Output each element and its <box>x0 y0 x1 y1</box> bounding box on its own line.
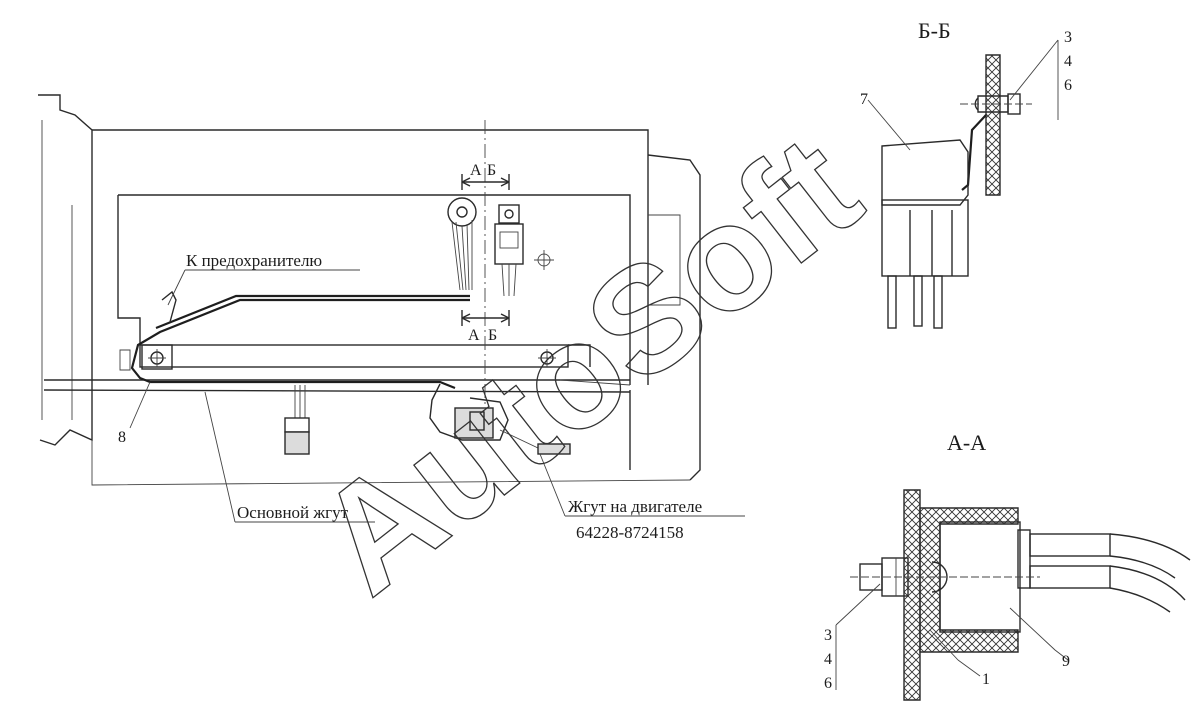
callout-aa-4: 4 <box>824 651 832 668</box>
main-harness-label: Основной жгут <box>237 503 349 522</box>
callout-aa-3: 3 <box>824 627 832 644</box>
watermark-logo: AutoSoft <box>286 103 888 625</box>
section-bb-title: Б-Б <box>918 18 951 43</box>
engine-harness-label: Жгут на двигателе <box>568 497 702 516</box>
cut-b-bottom: Б <box>488 327 497 344</box>
callout-bb-3: 3 <box>1064 29 1072 46</box>
to-fuse-label: К предохранителю <box>186 251 322 270</box>
main-view <box>38 94 745 523</box>
callout-8: 8 <box>118 429 126 446</box>
cut-a-top: А <box>470 162 482 179</box>
callout-aa-6: 6 <box>824 675 832 692</box>
section-aa-view <box>835 489 1191 701</box>
engine-harness-number: 64228-8724158 <box>576 523 684 542</box>
callout-bb-6: 6 <box>1064 77 1072 94</box>
section-bb-view <box>867 39 1059 329</box>
callout-1: 1 <box>982 671 990 688</box>
callout-7: 7 <box>860 91 868 108</box>
cut-a-bottom: А <box>468 327 480 344</box>
callout-9: 9 <box>1062 653 1070 670</box>
section-aa-title: А-А <box>947 430 986 455</box>
callout-bb-4: 4 <box>1064 53 1072 70</box>
cut-b-top: Б <box>487 162 496 179</box>
